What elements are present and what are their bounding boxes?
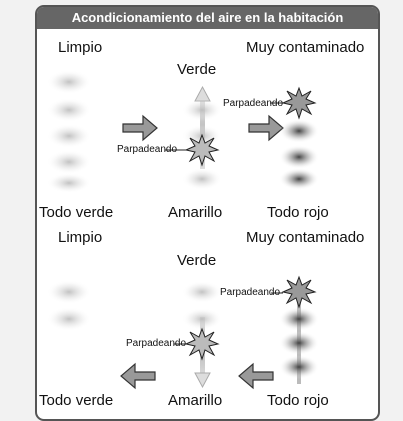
label-very-polluted-bottom: Muy contaminado <box>246 229 365 246</box>
label-very-polluted-top: Muy contaminado <box>246 39 365 56</box>
label-blinking-bottom-right: Parpadeando <box>220 287 281 298</box>
blink-star-icon <box>281 275 317 309</box>
led-column-all-green-top <box>47 70 91 193</box>
blink-star-icon <box>281 86 317 120</box>
led-column-yellow-top <box>165 85 222 190</box>
panel-title: Acondicionamiento del aire en la habitac… <box>37 7 378 29</box>
led-column-all-red-top <box>270 86 319 190</box>
blink-star-icon <box>184 327 220 361</box>
label-clean-bottom: Limpio <box>58 229 103 246</box>
blink-star-icon <box>184 133 220 167</box>
arrow-left-icon <box>120 362 156 390</box>
label-blinking-top-mid: Parpadeando <box>117 144 178 155</box>
label-yellow-bottom: Amarillo <box>168 392 223 409</box>
label-green-bottom: Verde <box>177 252 217 269</box>
label-all-green-bottom: Todo verde <box>39 392 114 409</box>
led-column-all-green-bottom <box>47 280 91 331</box>
label-all-green-top: Todo verde <box>39 204 114 221</box>
label-all-red-top: Todo rojo <box>267 204 329 221</box>
arrow-left-icon <box>238 362 274 390</box>
label-blinking-bottom-mid: Parpadeando <box>126 338 187 349</box>
led-column-all-red-bottom <box>271 275 319 384</box>
arrow-right-icon <box>248 114 284 142</box>
label-yellow-top: Amarillo <box>168 204 223 221</box>
label-green-top: Verde <box>177 61 217 78</box>
label-clean-top: Limpio <box>58 39 103 56</box>
label-blinking-top-right: Parpadeando <box>223 98 284 109</box>
indicator-diagram <box>47 70 319 390</box>
label-all-red-bottom: Todo rojo <box>267 392 329 409</box>
arrow-right-icon <box>122 114 158 142</box>
instruction-panel: Acondicionamiento del aire en la habitac… <box>35 5 380 421</box>
led-column-yellow-bottom <box>174 281 222 389</box>
